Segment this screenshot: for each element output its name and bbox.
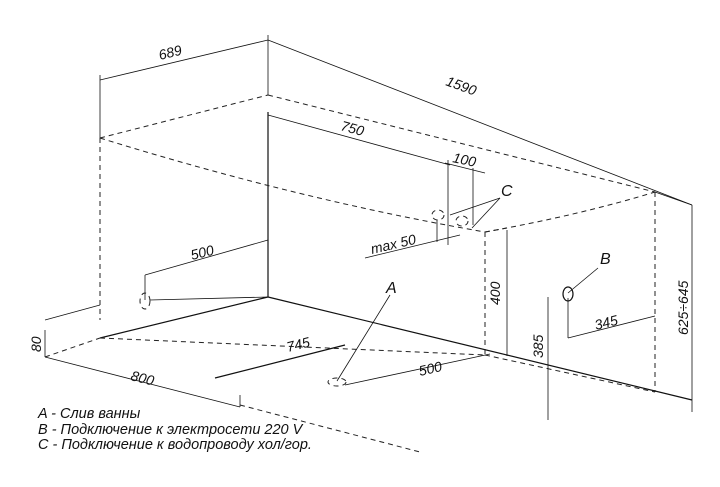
dim-800: 800 — [129, 367, 156, 388]
dim-80: 80 — [28, 336, 44, 352]
dim-345: 345 — [593, 312, 620, 333]
dim-500-top: 500 — [189, 242, 216, 263]
drain-a-icon — [327, 377, 347, 387]
marker-c: C — [501, 183, 513, 200]
drain-side-icon — [139, 292, 151, 310]
dim-689: 689 — [157, 42, 184, 63]
dim-385: 385 — [530, 334, 546, 358]
legend-item-c: C - Подключение к водопроводу хол/гор. — [38, 437, 312, 453]
marker-a: A — [385, 280, 397, 297]
legend-item-a: A - Слив ванны — [38, 406, 141, 422]
dim-max50: max 50 — [369, 231, 418, 257]
dim-1590: 1590 — [444, 73, 479, 99]
dimension-lines — [44, 35, 693, 420]
dim-625-645: 625÷645 — [675, 280, 691, 335]
dim-400: 400 — [487, 281, 503, 305]
tub-outline — [44, 94, 693, 453]
marker-b: B — [600, 251, 611, 268]
dim-745: 745 — [285, 334, 312, 355]
dim-500-bottom: 500 — [417, 358, 444, 379]
power-b-icon — [562, 286, 574, 302]
tap-c-icon — [431, 209, 469, 227]
legend-item-b: B - Подключение к электросети 220 V — [38, 421, 303, 438]
dim-100: 100 — [451, 149, 477, 170]
legend: A - Слив ванны B - Подключение к электро… — [38, 406, 312, 454]
dim-750: 750 — [339, 117, 366, 139]
